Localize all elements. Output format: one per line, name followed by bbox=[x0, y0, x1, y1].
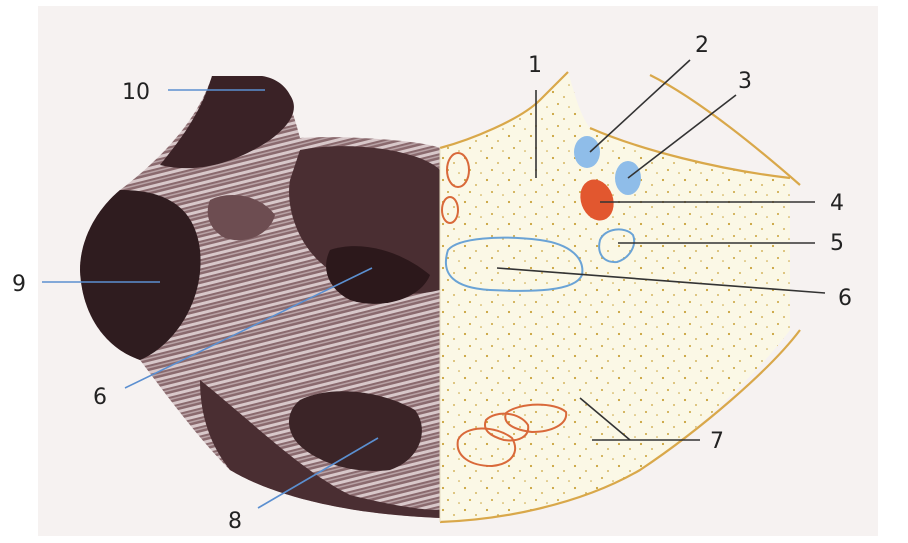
label-9: 9 bbox=[12, 272, 26, 297]
label-1: 1 bbox=[528, 53, 542, 78]
label-6-right: 6 bbox=[838, 286, 852, 311]
label-4: 4 bbox=[830, 191, 844, 216]
label-7: 7 bbox=[710, 429, 724, 454]
label-3: 3 bbox=[738, 69, 752, 94]
label-2: 2 bbox=[695, 33, 709, 58]
label-10: 10 bbox=[122, 80, 150, 105]
label-6-left: 6 bbox=[93, 385, 107, 410]
label-8: 8 bbox=[228, 509, 242, 534]
label-5: 5 bbox=[830, 231, 844, 256]
nucleus-2 bbox=[574, 136, 600, 168]
